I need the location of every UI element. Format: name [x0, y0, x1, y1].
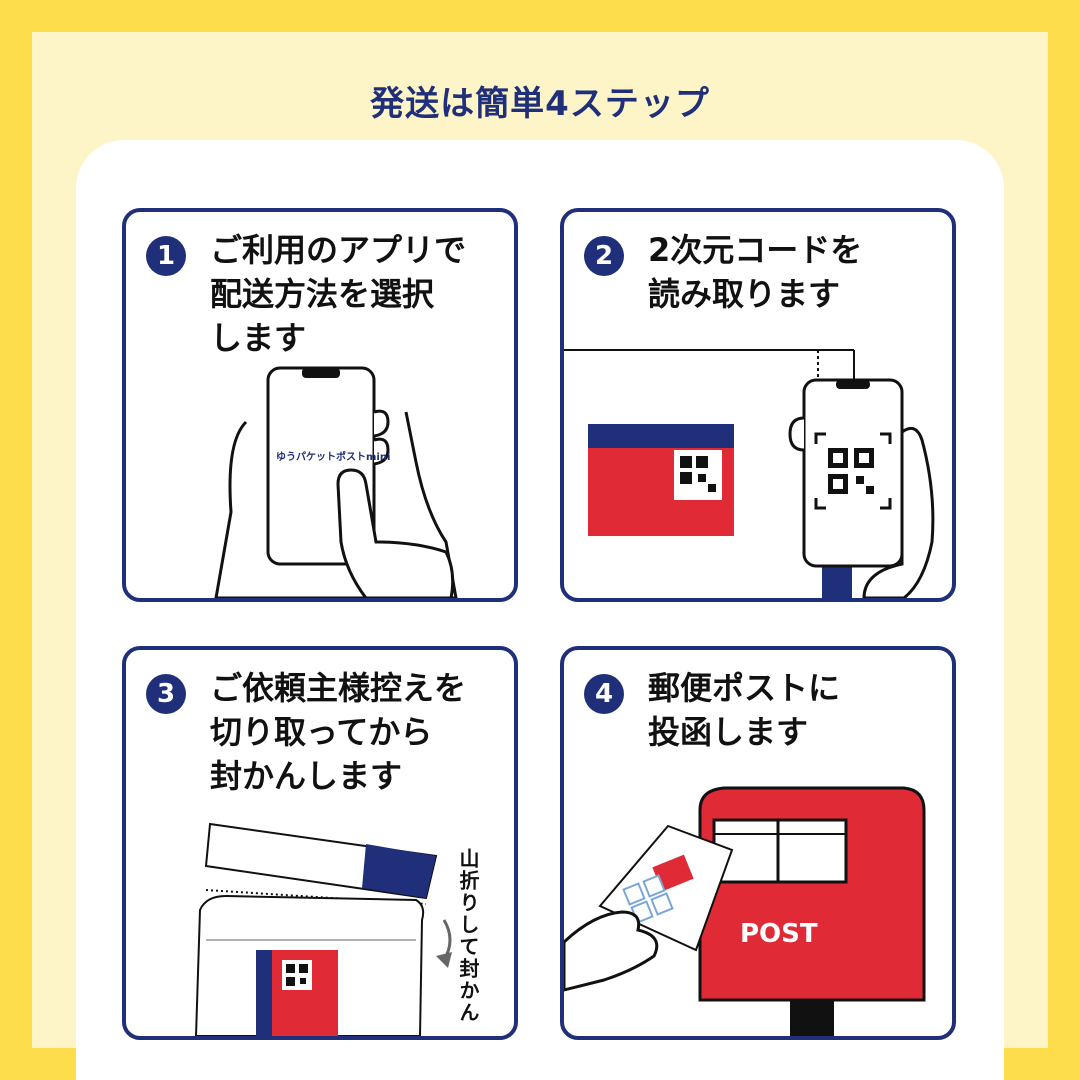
step-3-card: 山折りして封かん 3 ご依頼主様控えを 切り取ってから 封かんします	[122, 646, 518, 1040]
step-1-line-2: 配送方法を選択	[210, 275, 435, 313]
page-title: 発送は簡単4ステップ	[366, 76, 714, 129]
step-3-line-2: 切り取ってから	[210, 713, 433, 751]
step-4-number: 4	[584, 674, 624, 714]
scan-qr-illustration	[564, 349, 935, 598]
step-1-text: ご利用のアプリで 配送方法を選択 します	[210, 228, 498, 360]
step-3-line-3: 封かんします	[210, 757, 403, 795]
phone-hand-illustration: ゆうパケットポストmini	[214, 366, 458, 598]
step-1-line-1: ご利用のアプリで	[210, 231, 467, 269]
step-3-line-1: ご依頼主様控えを	[210, 669, 467, 707]
step-1-card: ゆうパケットポストmini 1 ご利用のアプリで 配送方法を選択 します	[122, 208, 518, 602]
phone-icon	[802, 378, 904, 568]
step-4-line-2: 投函します	[648, 713, 809, 751]
step-4-text: 郵便ポストに 投函します	[648, 666, 936, 754]
mailbox-illustration: POST	[564, 786, 926, 1036]
step-3-number: 3	[146, 674, 186, 714]
title-wrap: 発送は簡単4ステップ	[32, 76, 1048, 129]
seal-envelope-illustration	[194, 822, 452, 1036]
step-2-line-1: 2次元コードを	[648, 231, 863, 269]
step-4-card: POST 4 郵便ポストに 投函します	[560, 646, 956, 1040]
step-2-card: 2 2次元コードを 読み取ります	[560, 208, 956, 602]
step-4-line-1: 郵便ポストに	[648, 669, 841, 707]
fold-instruction-label: 山折りして封かん	[456, 848, 480, 1024]
step-1-number: 1	[146, 236, 186, 276]
post-label: POST	[740, 919, 818, 949]
step-1-line-3: します	[210, 319, 307, 357]
step-3-text: ご依頼主様控えを 切り取ってから 封かんします	[210, 666, 498, 798]
step-2-line-2: 読み取ります	[648, 275, 841, 313]
step-2-number: 2	[584, 236, 624, 276]
step-2-text: 2次元コードを 読み取ります	[648, 228, 936, 316]
app-logo: ゆうパケットポストmini	[276, 450, 390, 463]
